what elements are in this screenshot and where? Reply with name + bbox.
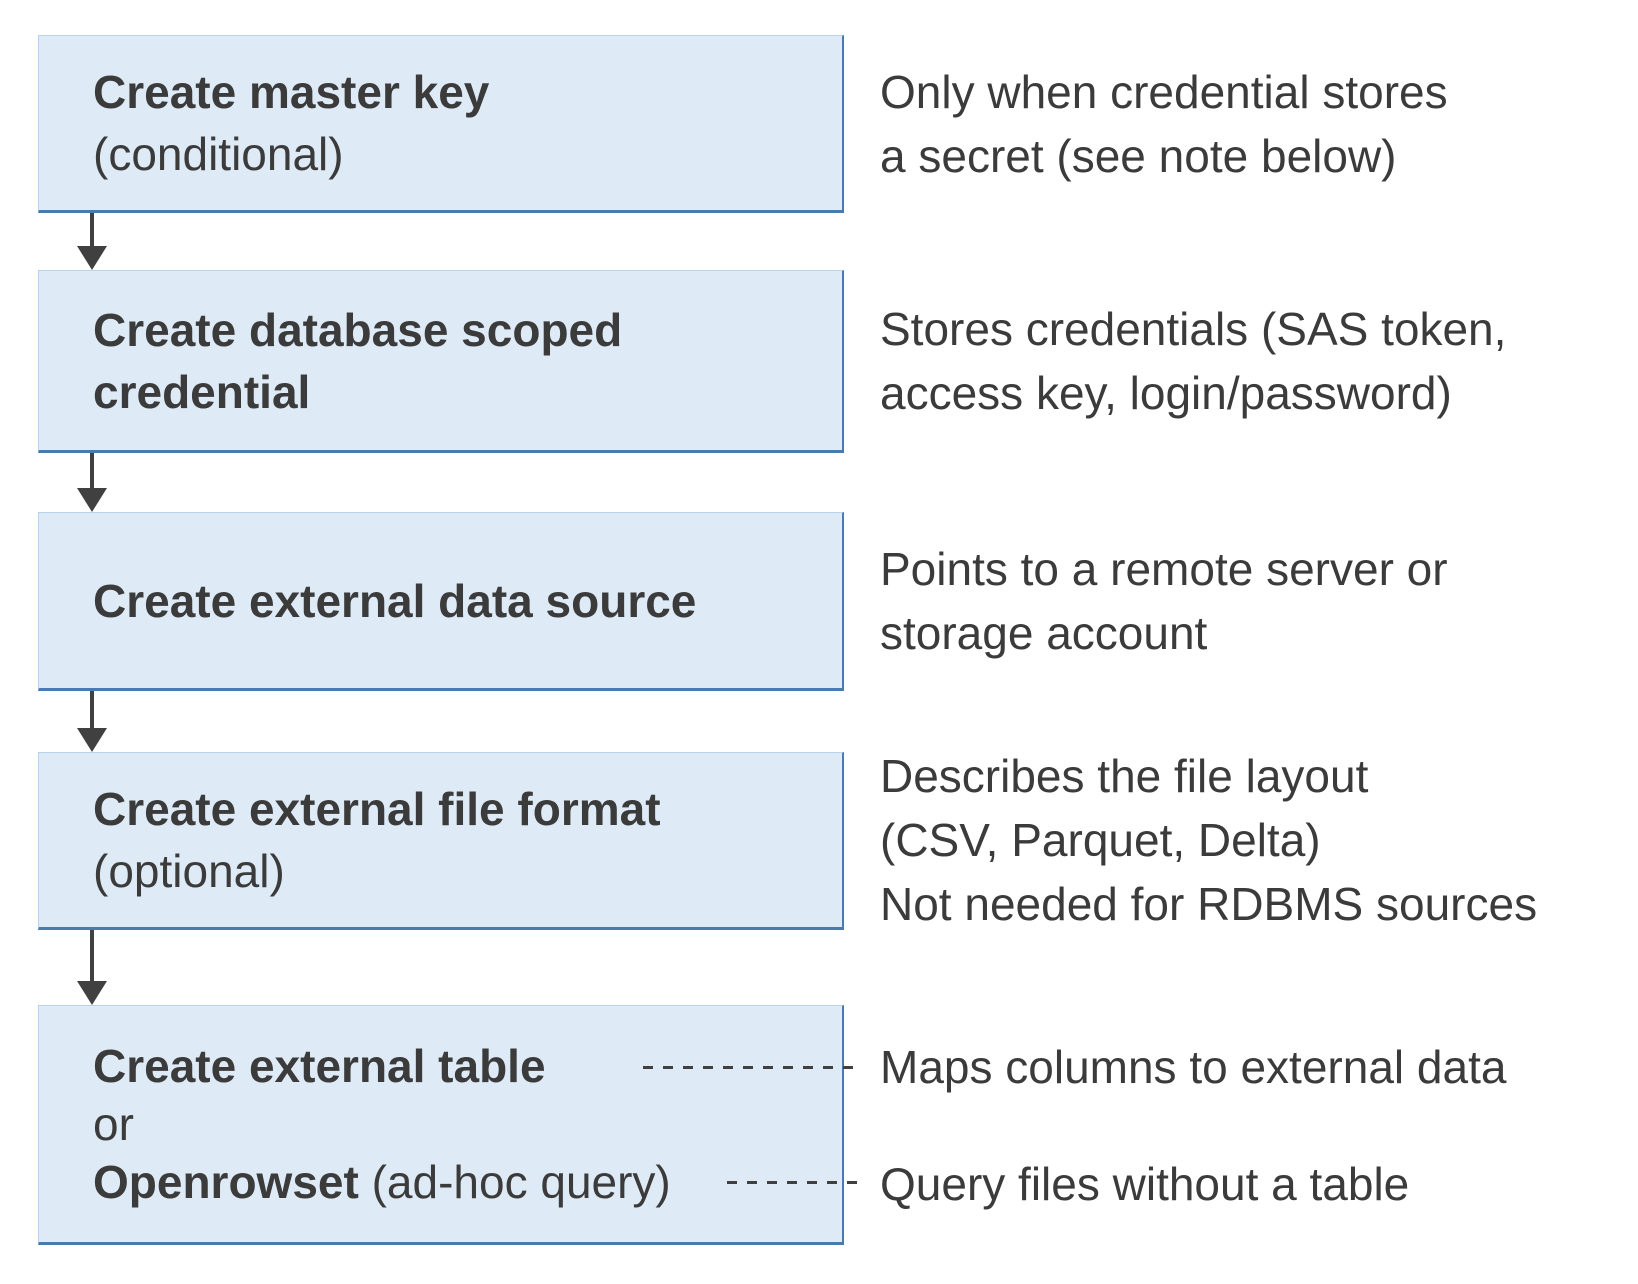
- description-data-source: Points to a remote server or storage acc…: [880, 543, 1448, 659]
- dashed-connector-external-table: [643, 1066, 862, 1069]
- box-title-openrowset: Openrowset (ad-hoc query): [93, 1153, 822, 1211]
- arrow-down-icon: [77, 213, 107, 270]
- description-scoped-credential: Stores credentials (SAS token, access ke…: [880, 303, 1507, 419]
- arrow-down-icon: [77, 691, 107, 752]
- arrow-stem: [90, 691, 94, 732]
- adhoc-query-note: (ad-hoc query): [358, 1156, 671, 1208]
- arrow-head: [77, 728, 107, 752]
- box-title: Create database scoped credential: [93, 303, 623, 418]
- box-note: (optional): [93, 845, 285, 897]
- flow-box-create-external-file-format: Create external file format (optional): [38, 752, 844, 930]
- box-or-text: or: [93, 1098, 134, 1150]
- box-title: Create master key: [93, 66, 490, 118]
- arrow-stem: [90, 930, 94, 985]
- arrow-down-icon: [77, 930, 107, 1005]
- flow-box-create-database-scoped-credential: Create database scoped credential: [38, 270, 844, 453]
- arrow-stem: [90, 213, 94, 250]
- dashed-connector-openrowset: [727, 1181, 862, 1184]
- description-external-table: Maps columns to external data: [880, 1041, 1507, 1093]
- description-openrowset: Query files without a table: [880, 1158, 1410, 1210]
- box-title: Create external data source: [93, 574, 697, 627]
- arrow-head: [77, 488, 107, 512]
- arrow-down-icon: [77, 453, 107, 512]
- openrowset-label: Openrowset: [93, 1156, 359, 1208]
- arrow-stem: [90, 453, 94, 492]
- flow-box-create-external-table-or-openrowset: Create external table or Openrowset (ad-…: [38, 1005, 844, 1245]
- description-master-key: Only when credential stores a secret (se…: [880, 66, 1448, 182]
- box-title: Create external file format: [93, 783, 661, 835]
- arrow-head: [77, 246, 107, 270]
- description-file-format: Describes the file layout (CSV, Parquet,…: [880, 750, 1538, 930]
- flow-box-create-external-data-source: Create external data source: [38, 512, 844, 691]
- flow-box-create-master-key: Create master key (conditional): [38, 35, 844, 213]
- box-title: Create external table: [93, 1040, 546, 1092]
- arrow-head: [77, 981, 107, 1005]
- box-note: (conditional): [93, 128, 344, 180]
